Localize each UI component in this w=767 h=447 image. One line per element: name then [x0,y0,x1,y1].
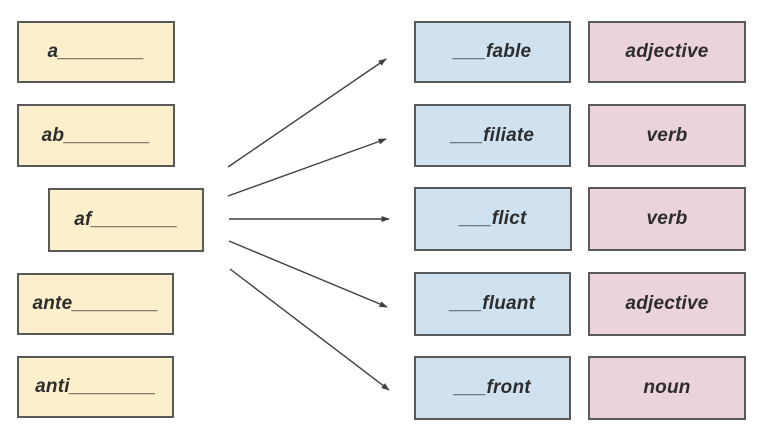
pos-box-verb-2[interactable]: verb [588,187,746,251]
prefix-label-ante: ante________ [32,293,159,314]
pos-box-noun-1[interactable]: noun [588,356,746,420]
stem-box-fluant[interactable]: ___fluant [414,272,571,336]
pos-label-adjective-1: adjective [625,41,709,62]
stem-label-fluant: ___fluant [449,293,536,314]
stem-label-fable: ___fable [453,41,532,62]
stem-label-front: ___front [454,377,531,398]
arrow-af-to-filiate [227,138,387,197]
prefix-label-a: a________ [47,41,145,62]
prefix-box-ante[interactable]: ante________ [17,273,174,335]
prefix-box-a[interactable]: a________ [17,21,175,83]
stem-box-fable[interactable]: ___fable [414,21,571,83]
prefix-box-ab[interactable]: ab________ [17,104,175,167]
stem-label-filiate: ___filiate [450,124,535,146]
pos-label-verb-1: verb [646,124,688,146]
pos-box-adjective-1[interactable]: adjective [588,21,746,83]
arrow-af-to-fable [227,58,387,168]
pos-box-verb-1[interactable]: verb [588,104,746,167]
pos-box-adjective-2[interactable]: adjective [588,272,746,336]
prefix-label-anti: anti________ [35,376,156,397]
stem-box-front[interactable]: ___front [414,356,571,420]
pos-label-verb-2: verb [646,208,688,229]
prefix-label-af: af________ [74,209,178,230]
pos-label-noun-1: noun [643,377,691,398]
prefix-box-af[interactable]: af________ [48,188,204,252]
stem-box-filiate[interactable]: ___filiate [414,104,571,167]
prefix-label-ab: ab________ [41,124,151,146]
stem-label-flict: ___flict [459,208,527,229]
pos-label-adjective-2: adjective [625,293,709,314]
stem-box-flict[interactable]: ___flict [414,187,572,251]
arrow-af-to-fluant [228,240,388,308]
prefix-box-anti[interactable]: anti________ [17,356,174,418]
arrow-af-to-front [229,268,390,391]
